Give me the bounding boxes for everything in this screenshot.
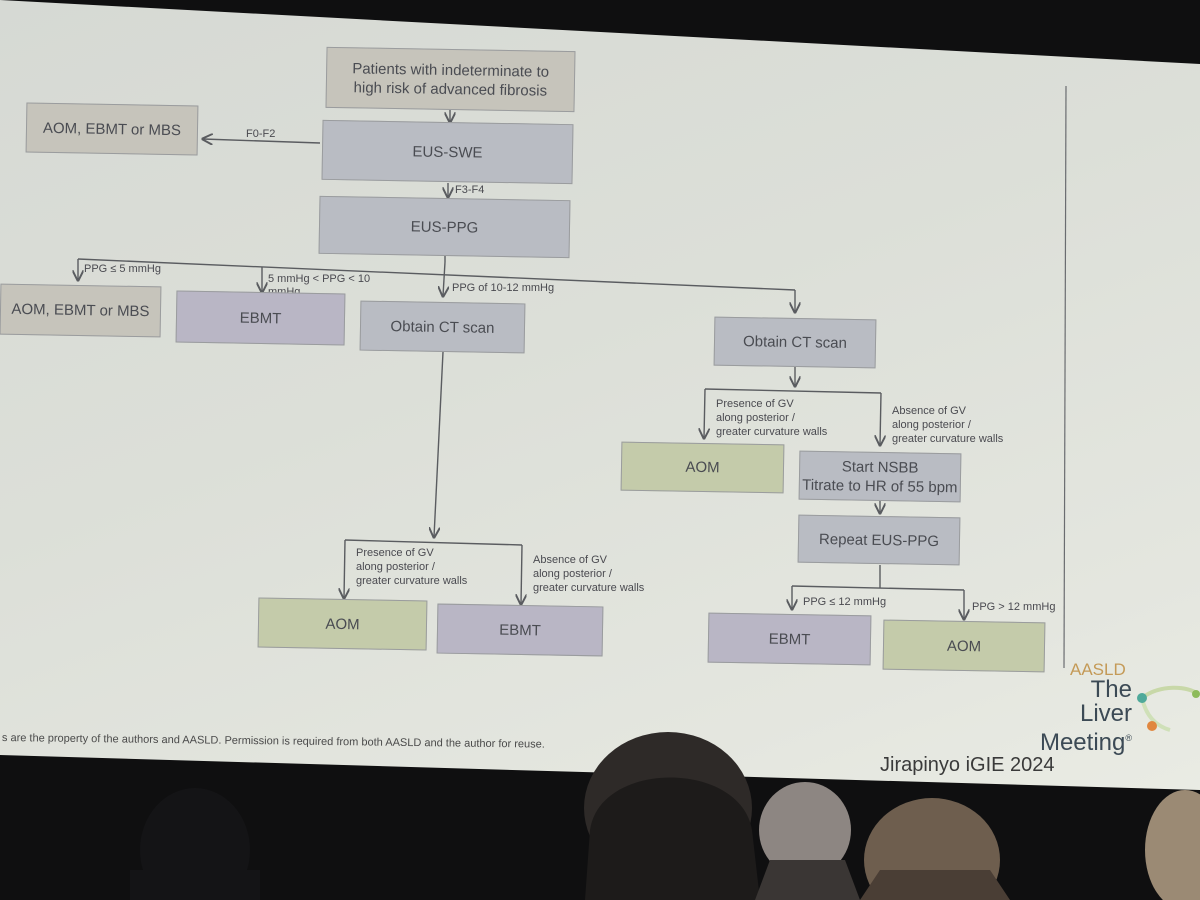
logo-line-2-wrapper: Meeting® — [1036, 726, 1132, 755]
branch-label-ppg-gt-12: PPG > 12 mmHg — [972, 601, 1056, 613]
presence-gv-label-right-1: Presence of GV — [716, 398, 794, 410]
branch-label-ppg-le-5: PPG ≤ 5 mmHg — [84, 263, 161, 275]
presence-gv-label-right-2: along posterior / — [716, 412, 795, 424]
presence-gv-label-left-3: greater curvature walls — [356, 575, 468, 587]
branch-label-ppg-le-12: PPG ≤ 12 mmHg — [803, 596, 887, 608]
liver-meeting-logo-icon — [1137, 685, 1200, 732]
absence-gv-label-left-1: Absence of GV — [533, 554, 607, 566]
logo-line-1: The Liver — [1079, 676, 1132, 727]
registered-mark: ® — [1125, 733, 1132, 743]
branch-label-10-12: PPG of 10-12 mmHg — [452, 282, 555, 294]
edge-label-f3-f4: F3-F4 — [455, 184, 485, 196]
presence-gv-label-right-3: greater curvature walls — [716, 426, 828, 438]
edge-label-f0-f2: F0-F2 — [246, 128, 276, 140]
logo-line-2: Meeting — [1039, 729, 1126, 756]
aasld-logo-text: AASLD — [1070, 660, 1126, 679]
absence-gv-label-left-3: greater curvature walls — [533, 582, 645, 594]
absence-gv-label-left-2: along posterior / — [533, 568, 612, 580]
presence-gv-label-left-2: along posterior / — [356, 561, 435, 573]
branch-label-5-10-line1: 5 mmHg < PPG < 10 — [268, 273, 371, 285]
liver-meeting-logo: The Liver Meeting® — [1036, 678, 1132, 755]
presence-gv-label-left-1: Presence of GV — [356, 547, 434, 559]
absence-gv-label-right-2: along posterior / — [892, 419, 971, 431]
absence-gv-label-right-1: Absence of GV — [892, 405, 966, 417]
absence-gv-label-right-3: greater curvature walls — [892, 433, 1004, 445]
citation: Jirapinyo iGIE 2024 — [880, 754, 1055, 776]
